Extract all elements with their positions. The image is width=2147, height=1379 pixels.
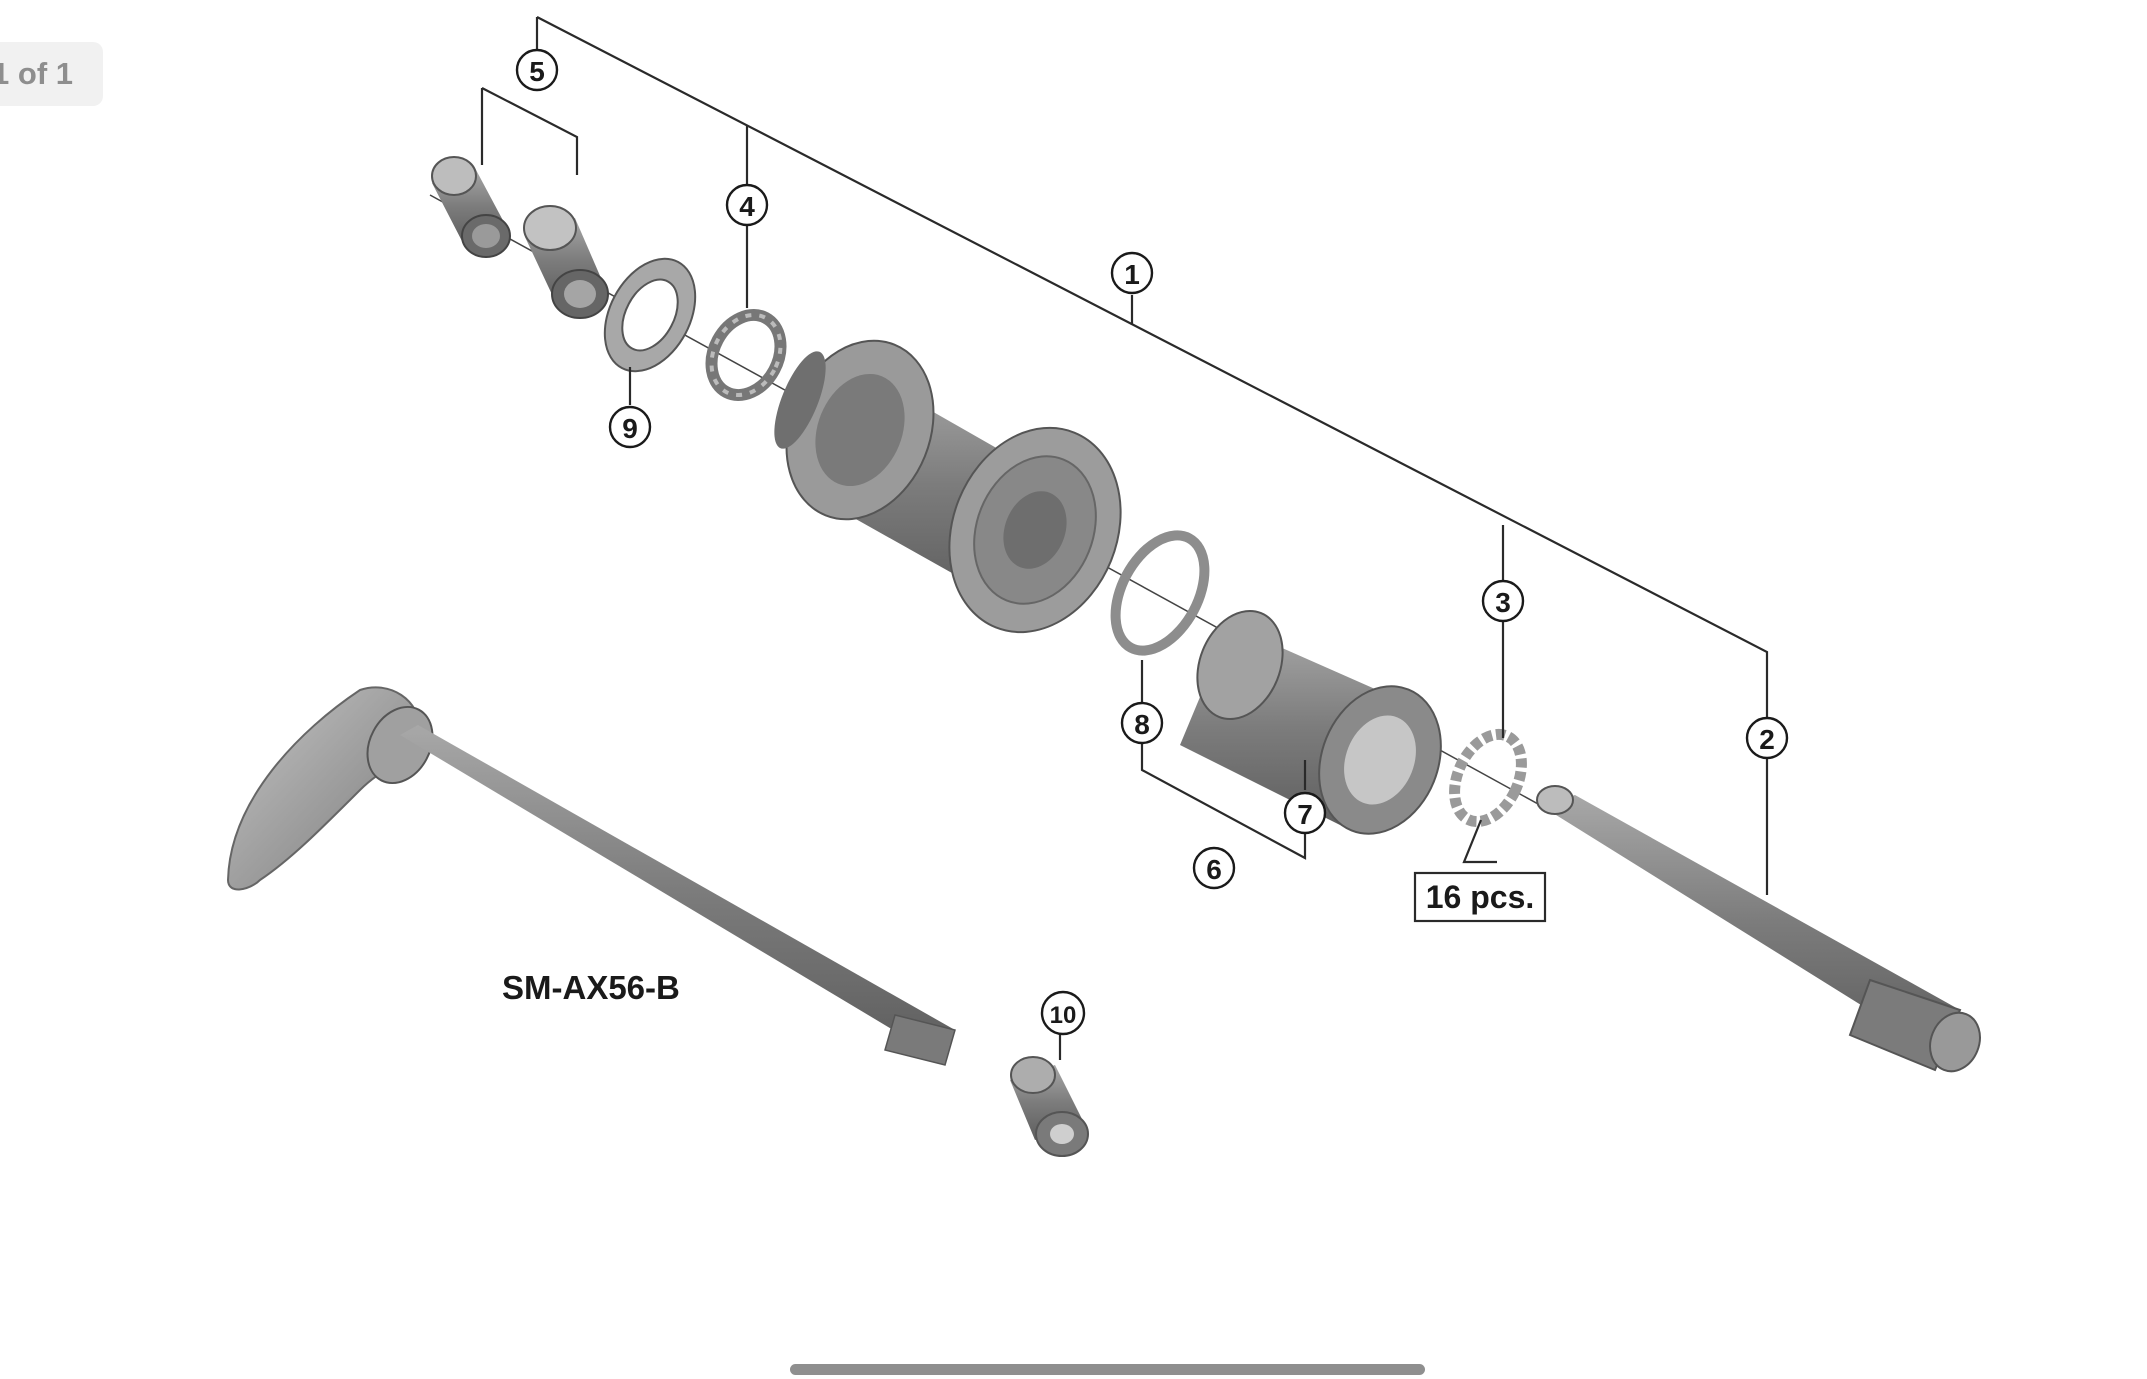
svg-text:9: 9 <box>622 413 638 444</box>
hub-body <box>774 339 1122 634</box>
svg-text:7: 7 <box>1297 799 1313 830</box>
home-indicator[interactable] <box>790 1364 1425 1375</box>
svg-text:8: 8 <box>1134 709 1150 740</box>
callout-8: 8 <box>1120 701 1164 745</box>
part-9-seal-ring <box>603 257 697 373</box>
ball-count-label: 16 pcs. <box>1413 871 1547 923</box>
svg-text:1: 1 <box>1124 259 1140 290</box>
leader-lines <box>480 16 1769 1060</box>
svg-text:5: 5 <box>529 56 545 87</box>
callout-10: 10 <box>1040 990 1086 1036</box>
part-7-freehub-body <box>1180 609 1442 835</box>
svg-text:16 pcs.: 16 pcs. <box>1426 879 1535 915</box>
svg-text:6: 6 <box>1206 854 1222 885</box>
part-5-dust-cap <box>523 205 609 319</box>
thru-axle-shaft <box>400 725 956 1066</box>
axle-model-label: SM-AX56-B <box>502 969 680 1006</box>
page-counter: 1 of 1 <box>0 42 103 106</box>
callout-7: 7 <box>1283 791 1327 835</box>
callout-1: 1 <box>1110 251 1154 295</box>
callout-3: 3 <box>1481 579 1525 623</box>
callout-9: 9 <box>608 405 652 449</box>
svg-text:2: 2 <box>1759 724 1775 755</box>
part-3-bearing-balls <box>1449 728 1527 828</box>
svg-text:3: 3 <box>1495 587 1511 618</box>
callout-6: 6 <box>1192 846 1236 890</box>
callout-4: 4 <box>725 183 769 227</box>
part-10-axle-nut <box>1010 1056 1089 1157</box>
svg-text:10: 10 <box>1050 1002 1077 1029</box>
callout-2: 2 <box>1745 716 1789 760</box>
thru-axle-lever <box>226 686 434 891</box>
part-5-cone <box>431 156 511 258</box>
part-4-ball-retainer <box>705 308 787 402</box>
svg-text:4: 4 <box>739 191 755 222</box>
callout-5: 5 <box>515 48 559 92</box>
part-2-hub-axle <box>1536 785 1981 1073</box>
part-8-spacer-ring <box>1110 530 1210 656</box>
